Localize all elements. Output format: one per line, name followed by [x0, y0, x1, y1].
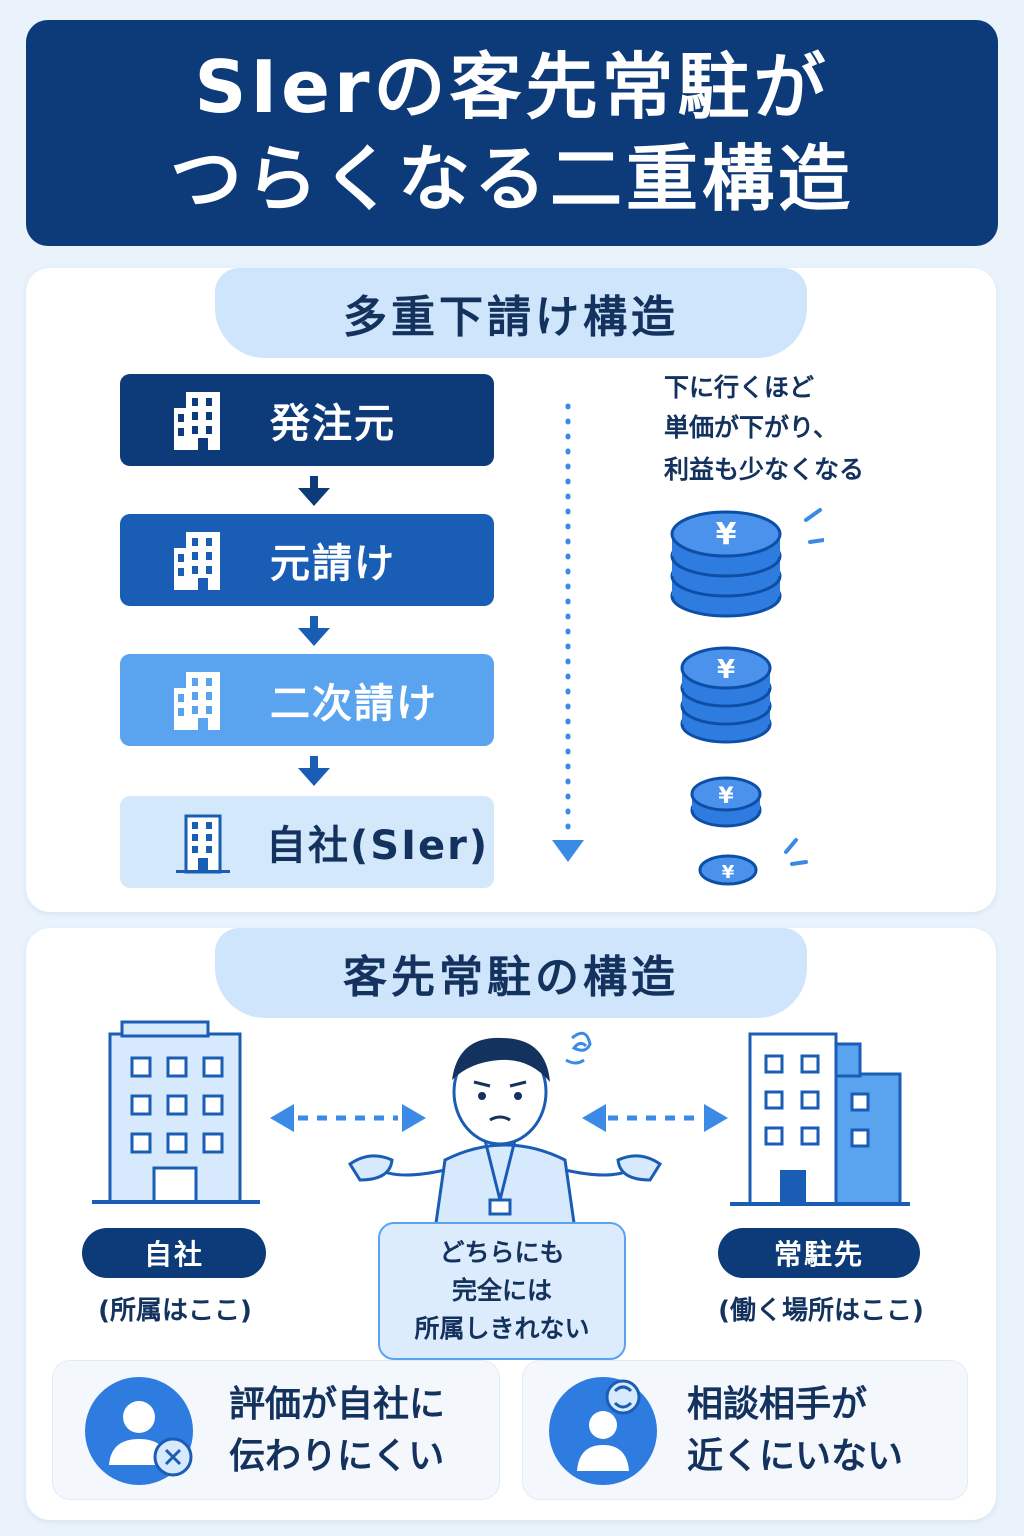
double-arrow-left [270, 1104, 426, 1132]
svg-text:¥: ¥ [722, 862, 735, 883]
tier-client: 発注元 [120, 374, 494, 466]
down-arrow-icon [298, 476, 330, 506]
speech-line-2: 完全には [451, 1276, 552, 1305]
client-site-sub: (働く場所はここ) [718, 1296, 924, 1326]
coin-stack-medium-icon: ¥ [680, 646, 772, 744]
note-line-1: 下に行くほど [664, 373, 815, 402]
speech-line-3: 所属しきれない [414, 1314, 590, 1343]
person-chat-icon [549, 1377, 657, 1485]
tier-label: 二次請け [270, 681, 438, 727]
own-company-sub: (所属はここ) [98, 1296, 252, 1326]
note-line-2: 単価が下がり、 [664, 413, 839, 442]
section-heading-subcontract: 多重下請け構造 [215, 268, 807, 358]
issue-text-line-2: 伝わりにくい [229, 1436, 445, 1477]
issue-text-line-1: 評価が自社に [229, 1384, 446, 1425]
building-icon [174, 672, 220, 730]
title-line-2: つらくなる二重構造 [169, 137, 854, 221]
tier-label: 自社(SIer) [266, 823, 490, 869]
coin-stack-small-icon: ¥ [690, 776, 762, 828]
down-arrow-icon [298, 756, 330, 786]
issue-text-line-2: 近くにいない [687, 1436, 904, 1477]
building-icon [174, 532, 220, 590]
double-arrow-right [582, 1104, 728, 1132]
svg-text:¥: ¥ [717, 655, 735, 685]
svg-text:¥: ¥ [718, 784, 734, 809]
confused-worker-illustration [347, 1031, 663, 1230]
down-arrow-icon [298, 616, 330, 646]
section-heading-onsite: 客先常駐の構造 [215, 928, 807, 1018]
issue-card-consultation: 相談相手が 近くにいない [522, 1360, 968, 1500]
coin-stack-large-icon: ¥ [670, 508, 824, 618]
tier-label: 元請け [270, 541, 396, 587]
speech-box: どちらにも 完全には 所属しきれない [378, 1222, 626, 1360]
title-banner: SIerの客先常駐が つらくなる二重構造 [26, 20, 998, 246]
single-coin-icon: ¥ [698, 838, 808, 886]
tier-own-company: 自社(SIer) [120, 796, 494, 888]
client-site-label: 常駐先 [718, 1228, 920, 1278]
dotted-down-arrow [552, 403, 584, 862]
speech-line-1: どちらにも [439, 1238, 565, 1267]
own-company-building-icon [92, 1020, 260, 1204]
building-icon [176, 814, 230, 874]
note-line-3: 利益も少なくなる [664, 455, 865, 484]
title-line-1: SIerの客先常駐が [194, 45, 830, 129]
issue-card-evaluation: 評価が自社に 伝わりにくい [52, 1360, 500, 1500]
tier-prime-contractor: 元請け [120, 514, 494, 606]
svg-text:¥: ¥ [716, 517, 737, 552]
own-company-label: 自社 [82, 1228, 266, 1278]
building-icon [174, 392, 220, 450]
tier-secondary-contractor: 二次請け [120, 654, 494, 746]
client-site-building-icon [730, 1032, 910, 1206]
issue-text-line-1: 相談相手が [687, 1384, 868, 1425]
person-x-icon [85, 1377, 193, 1485]
tier-label: 発注元 [270, 401, 396, 447]
